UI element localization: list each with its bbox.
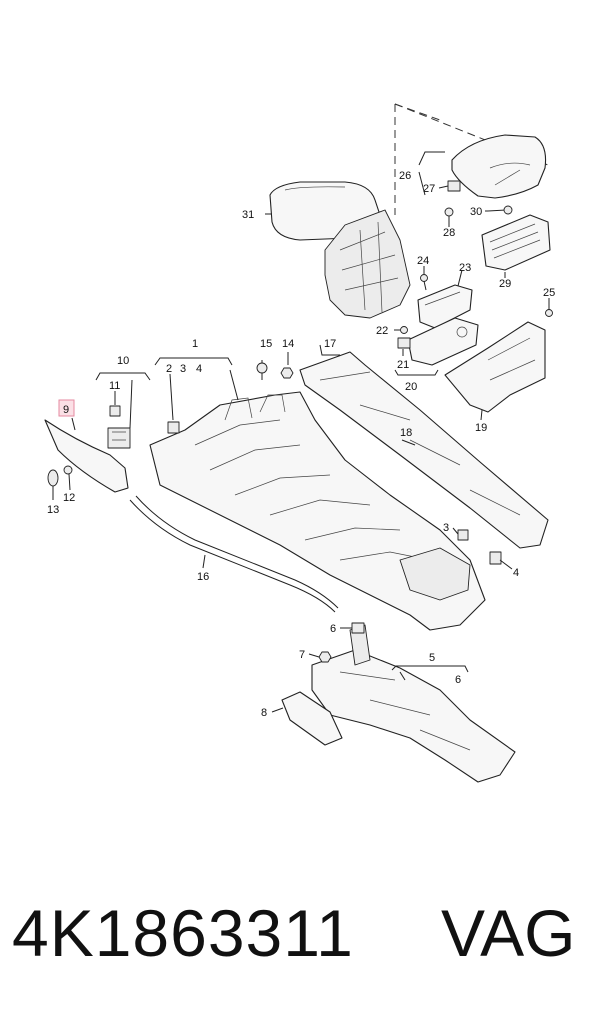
screw-15	[256, 362, 268, 380]
lower-bracket-5	[311, 624, 516, 783]
exploded-parts-diagram: 31 26 27 28 30 29 23 24 25 22 21 20 19 1…	[44, 103, 555, 783]
clip-6	[351, 622, 365, 634]
callout-26: 26	[399, 170, 411, 182]
callout-22: 22	[376, 325, 388, 337]
callout-27: 27	[423, 183, 435, 195]
callout-30: 30	[470, 206, 482, 218]
side-cover-9	[44, 419, 129, 493]
callout-5: 5	[429, 652, 435, 664]
callout-17: 17	[324, 338, 336, 350]
switch-panel-20	[407, 317, 479, 366]
screw-22	[400, 326, 408, 334]
callout-3a: 3	[180, 363, 186, 375]
brand-label: VAG	[441, 896, 576, 970]
grommet-13	[47, 469, 59, 487]
callout-24: 24	[417, 255, 429, 267]
highlight-box	[58, 399, 75, 417]
part-number: 4K1863311	[12, 896, 354, 970]
nut-14	[280, 367, 294, 379]
callout-8: 8	[261, 707, 267, 719]
callout-16: 16	[197, 571, 209, 583]
callout-1: 1	[192, 338, 198, 350]
callout-12: 12	[63, 492, 75, 504]
callout-20: 20	[405, 381, 417, 393]
bracket-8	[281, 691, 343, 746]
callout-29: 29	[499, 278, 511, 290]
bracket-23	[417, 284, 473, 329]
clip-11	[109, 405, 121, 417]
callout-18: 18	[400, 427, 412, 439]
callout-31: 31	[242, 209, 254, 221]
callout-9: 9	[63, 404, 69, 416]
callout-2: 2	[166, 363, 172, 375]
callout-3b: 3	[443, 522, 449, 534]
callout-6b: 6	[455, 674, 461, 686]
air-vent-29	[481, 214, 551, 271]
callout-6a: 6	[330, 623, 336, 635]
callout-14: 14	[282, 338, 294, 350]
callout-23: 23	[459, 262, 471, 274]
cable-strip-16	[129, 499, 336, 613]
callout-4b: 4	[513, 567, 519, 579]
screw-24	[420, 274, 428, 291]
armrest-bracket	[324, 209, 411, 319]
clip-2	[167, 421, 180, 434]
callout-4a: 4	[196, 363, 202, 375]
rear-cover-26	[451, 134, 547, 199]
clip-4	[489, 551, 502, 565]
screw-25	[545, 301, 553, 317]
callout-19: 19	[475, 422, 487, 434]
callout-15: 15	[260, 338, 272, 350]
callout-10: 10	[117, 355, 129, 367]
callout-21: 21	[397, 359, 409, 371]
screw-30	[487, 205, 513, 215]
nut-7	[318, 651, 332, 663]
side-trim-18	[299, 351, 549, 549]
center-console-body	[149, 391, 486, 631]
screw-12	[63, 465, 73, 475]
callout-labels: 31 26 27 28 30 29 23 24 25 22 21 20 19 1…	[47, 170, 555, 719]
callout-11: 11	[109, 380, 120, 392]
screw-28	[444, 207, 454, 222]
callout-25: 25	[543, 287, 555, 299]
connector-21	[397, 337, 411, 349]
callout-13: 13	[47, 504, 59, 516]
callout-28: 28	[443, 227, 455, 239]
clip-10	[107, 427, 131, 449]
leader-lines	[52, 151, 550, 713]
callout-7: 7	[299, 649, 305, 661]
clip-3	[457, 529, 469, 541]
rear-panel-19	[444, 321, 546, 413]
clip-27	[447, 180, 461, 192]
